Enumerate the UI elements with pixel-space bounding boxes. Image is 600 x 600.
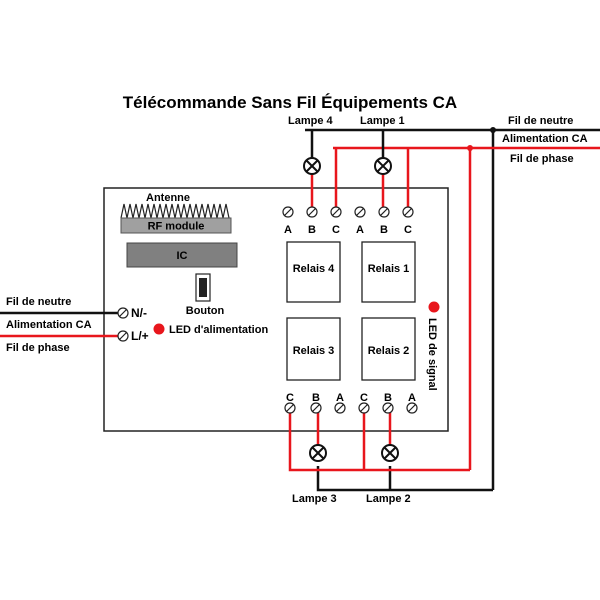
left-supply-label: Alimentation CA bbox=[6, 319, 92, 331]
bottom-terminal-screw-icon bbox=[382, 402, 394, 414]
relay-3: Relais 3 bbox=[286, 317, 341, 381]
top-terminal-label: A bbox=[356, 224, 364, 236]
bottom-terminal-label: A bbox=[336, 392, 344, 404]
lamp2-label: Lampe 2 bbox=[366, 493, 411, 505]
lamp4-label: Lampe 4 bbox=[288, 115, 334, 127]
relay-2-label: Relais 2 bbox=[368, 345, 410, 357]
right-neutral-label: Fil de neutre bbox=[508, 115, 573, 127]
bottom-terminal-label: C bbox=[286, 392, 294, 404]
top-terminal-screw-icon bbox=[402, 206, 414, 218]
lamp3-neutral-wire bbox=[316, 466, 493, 492]
phase-junction-dot bbox=[467, 145, 473, 151]
relay-4: Relais 4 bbox=[286, 241, 341, 303]
bottom-terminal-label: B bbox=[384, 392, 392, 404]
ic-label: IC bbox=[177, 250, 188, 262]
top-terminal-label: B bbox=[308, 224, 316, 236]
right-phase-label: Fil de phase bbox=[510, 153, 574, 165]
bottom-terminal-label: C bbox=[360, 392, 368, 404]
top-terminal-block: A B C A B C bbox=[282, 206, 414, 236]
lamp3-icon bbox=[309, 444, 327, 462]
button-label: Bouton bbox=[186, 305, 225, 317]
rf-module-label: RF module bbox=[148, 221, 205, 233]
top-terminal-label: B bbox=[380, 224, 388, 236]
relay-3-label: Relais 3 bbox=[293, 345, 335, 357]
top-terminal-screw-icon bbox=[306, 206, 318, 218]
left-phase-label: Fil de phase bbox=[6, 342, 70, 354]
signal-led-icon bbox=[428, 301, 440, 313]
lamp1-icon bbox=[374, 157, 392, 175]
power-led-icon bbox=[153, 323, 165, 335]
relay3-common-wire bbox=[288, 407, 470, 472]
bottom-terminal-label: A bbox=[408, 392, 416, 404]
top-terminal-screw-icon bbox=[354, 206, 366, 218]
top-terminal-screw-icon bbox=[330, 206, 342, 218]
terminal-l-label: L/+ bbox=[131, 329, 149, 343]
top-terminal-screw-icon bbox=[282, 206, 294, 218]
bottom-terminal-screw-icon bbox=[358, 402, 370, 414]
top-terminal-label: A bbox=[284, 224, 292, 236]
top-terminal-label: C bbox=[332, 224, 340, 236]
top-terminal-screw-icon bbox=[378, 206, 390, 218]
button-icon[interactable] bbox=[195, 273, 211, 302]
antenna-label: Antenne bbox=[146, 192, 190, 204]
relay-4-label: Relais 4 bbox=[293, 263, 335, 275]
left-neutral-label: Fil de neutre bbox=[6, 296, 71, 308]
signal-led-label: LED de signal bbox=[426, 318, 438, 391]
bottom-terminal-block: C B A C B A bbox=[284, 392, 418, 414]
rf-module bbox=[120, 217, 232, 234]
relay-2: Relais 2 bbox=[361, 317, 416, 381]
bottom-terminal-screw-icon bbox=[284, 402, 296, 414]
relay-1: Relais 1 bbox=[361, 241, 416, 303]
relay-1-label: Relais 1 bbox=[368, 263, 410, 275]
lamp4-icon bbox=[303, 157, 321, 175]
lamp3-label: Lampe 3 bbox=[292, 493, 337, 505]
bottom-terminal-label: B bbox=[312, 392, 320, 404]
terminal-n-label: N/- bbox=[131, 306, 147, 320]
terminal-l-icon bbox=[117, 330, 129, 342]
bottom-terminal-screw-icon bbox=[310, 402, 322, 414]
power-led-label: LED d'alimentation bbox=[169, 324, 268, 336]
lamp1-label: Lampe 1 bbox=[360, 115, 405, 127]
neutral-junction-dot bbox=[490, 127, 496, 133]
diagram-title: Télécommande Sans Fil Équipements CA bbox=[123, 93, 457, 112]
bottom-terminal-screw-icon bbox=[406, 402, 418, 414]
bottom-terminal-screw-icon bbox=[334, 402, 346, 414]
lamp2-icon bbox=[381, 444, 399, 462]
top-terminal-label: C bbox=[404, 224, 412, 236]
ic-chip bbox=[126, 242, 238, 268]
right-supply-label: Alimentation CA bbox=[502, 133, 588, 145]
terminal-n-icon bbox=[117, 307, 129, 319]
